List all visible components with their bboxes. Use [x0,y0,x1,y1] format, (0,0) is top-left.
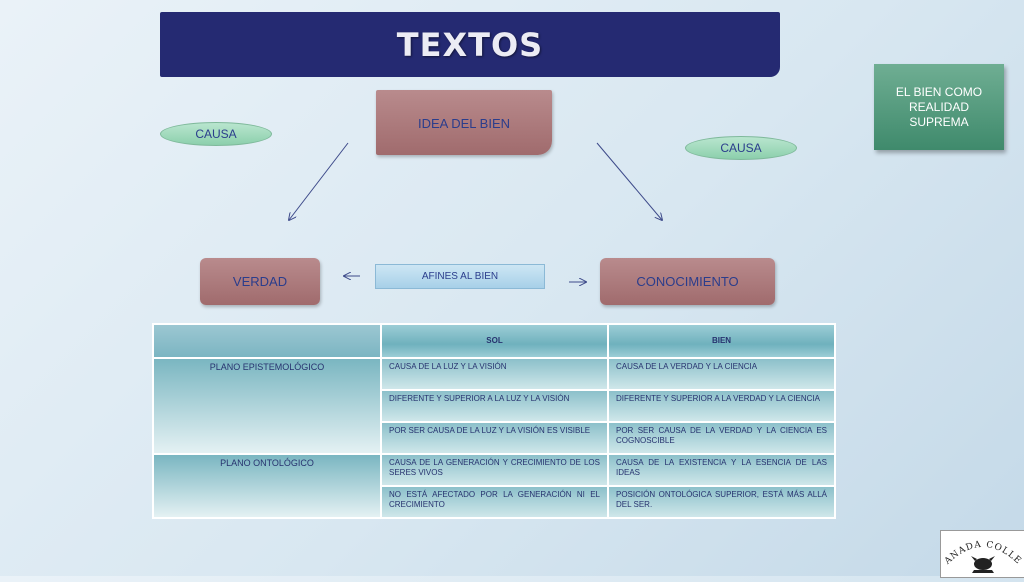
idea-del-bien-box: IDEA DEL BIEN [376,90,552,155]
table-cell-bien: DIFERENTE Y SUPERIOR A LA VERDAD Y LA CI… [607,389,836,423]
bien-suprema-box: EL BIEN COMO REALIDAD SUPREMA [874,64,1004,150]
table-header-bien: BIEN [607,323,836,359]
table-header-row: SOL BIEN [152,323,836,359]
conocimiento-box: CONOCIMIENTO [600,258,775,305]
table-header-sol: SOL [380,323,609,359]
plane-ontologico: PLANO ONTOLÓGICO [152,453,382,519]
table-cell-bien: CAUSA DE LA EXISTENCIA Y LA ESENCIA DE L… [607,453,836,487]
arrow-idea-to-verdad [289,142,349,220]
title-bar: TEXTOS [160,12,780,77]
table-cell-sol: CAUSA DE LA GENERACIÓN Y CRECIMIENTO DE … [380,453,609,487]
granada-college-logo: GRANADA COLLEGE [937,524,1024,578]
causa-left-ellipse: CAUSA [160,122,272,146]
arrow-idea-to-conocimiento [596,142,662,220]
table-cell-sol: NO ESTÁ AFECTADO POR LA GENERACIÓN NI EL… [380,485,609,519]
causa-right-ellipse: CAUSA [685,136,797,160]
table-cell-bien: POSICIÓN ONTOLÓGICA SUPERIOR, ESTÁ MÁS A… [607,485,836,519]
table-cell-sol: POR SER CAUSA DE LA LUZ Y LA VISIÓN ES V… [380,421,609,455]
table-row: PLANO EPISTEMOLÓGICO CAUSA DE LA LUZ Y L… [152,357,836,455]
table-row: NO ESTÁ AFECTADO POR LA GENERACIÓN NI EL… [153,485,836,519]
table-cell-bien: CAUSA DE LA VERDAD Y LA CIENCIA [607,357,836,391]
table-row: POR SER CAUSA DE LA LUZ Y LA VISIÓN ES V… [153,421,836,455]
comparison-table: SOL BIEN PLANO EPISTEMOLÓGICO CAUSA DE L… [152,323,836,519]
table-cell-sol: CAUSA DE LA LUZ Y LA VISIÓN [380,357,609,391]
plane-epistemologico: PLANO EPISTEMOLÓGICO [152,357,382,455]
page-title: TEXTOS [396,25,544,64]
table-row: DIFERENTE Y SUPERIOR A LA LUZ Y LA VISIÓ… [153,389,836,423]
table-cell-bien: POR SER CAUSA DE LA VERDAD Y LA CIENCIA … [607,421,836,455]
table-row: PLANO ONTOLÓGICO CAUSA DE LA GENERACIÓN … [152,453,836,519]
table-header-blank [152,323,382,359]
verdad-box: VERDAD [200,258,320,305]
crest-icon: GRANADA COLLEGE [937,524,1022,573]
afines-al-bien-box: AFINES AL BIEN [375,264,545,289]
table-cell-sol: DIFERENTE Y SUPERIOR A LA LUZ Y LA VISIÓ… [380,389,609,423]
